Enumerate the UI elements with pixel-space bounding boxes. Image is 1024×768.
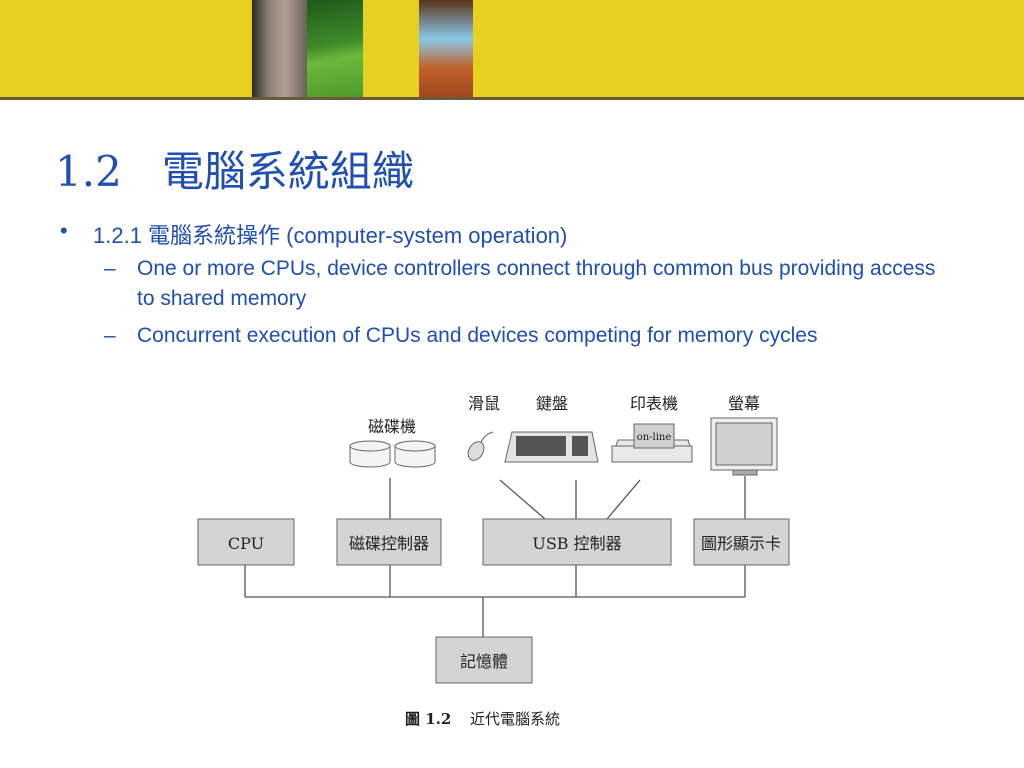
- mouse-icon: [467, 431, 494, 461]
- bullet-text: 1.2.1 電腦系統操作 (computer-system operation): [93, 223, 568, 248]
- monitor-label: 螢幕: [728, 394, 760, 413]
- mouse-label: 滑鼠: [468, 394, 500, 413]
- header-banner: [0, 0, 1024, 97]
- photo-tree: [419, 0, 473, 97]
- monitor-icon: [710, 417, 778, 476]
- disk-label: 磁碟機: [368, 417, 416, 436]
- caption-label: 圖 1.2: [405, 710, 451, 728]
- memory-label: 記憶體: [460, 652, 508, 671]
- usb-controller-label: USB 控制器: [532, 534, 621, 553]
- graphics-card-label: 圖形顯示卡: [701, 534, 781, 553]
- graphics-card-box: [693, 518, 790, 566]
- photo-curtain: [252, 0, 307, 97]
- slide-title: 1.2 電腦系統組織: [55, 147, 414, 196]
- memory-box: [435, 636, 533, 684]
- subbullet-marker: –: [104, 257, 116, 280]
- printer-icon: on-line: [611, 423, 693, 463]
- keyboard-label: 鍵盤: [536, 394, 568, 413]
- subbullet-text: Concurrent execution of CPUs and devices…: [137, 324, 818, 347]
- keyboard-icon: [504, 431, 599, 463]
- connector: [499, 479, 546, 520]
- photo-grass: [307, 0, 363, 97]
- bullet-marker: •: [60, 218, 68, 243]
- disk-drive-icon: [349, 440, 436, 468]
- subbullet-text: One or more CPUs, device controllers con…: [137, 257, 936, 310]
- usb-controller-box: [482, 518, 672, 566]
- cpu-label: CPU: [228, 534, 264, 553]
- disk-controller-box: [336, 518, 442, 566]
- disk-controller-label: 磁碟控制器: [349, 534, 429, 553]
- header-divider: [0, 97, 1024, 100]
- caption-text: 近代電腦系統: [470, 710, 560, 728]
- subbullet-marker: –: [104, 324, 116, 347]
- printer-screen-text: on-line: [637, 432, 672, 443]
- cpu-box: [197, 518, 295, 566]
- connector: [606, 479, 641, 520]
- printer-label: 印表機: [630, 394, 678, 413]
